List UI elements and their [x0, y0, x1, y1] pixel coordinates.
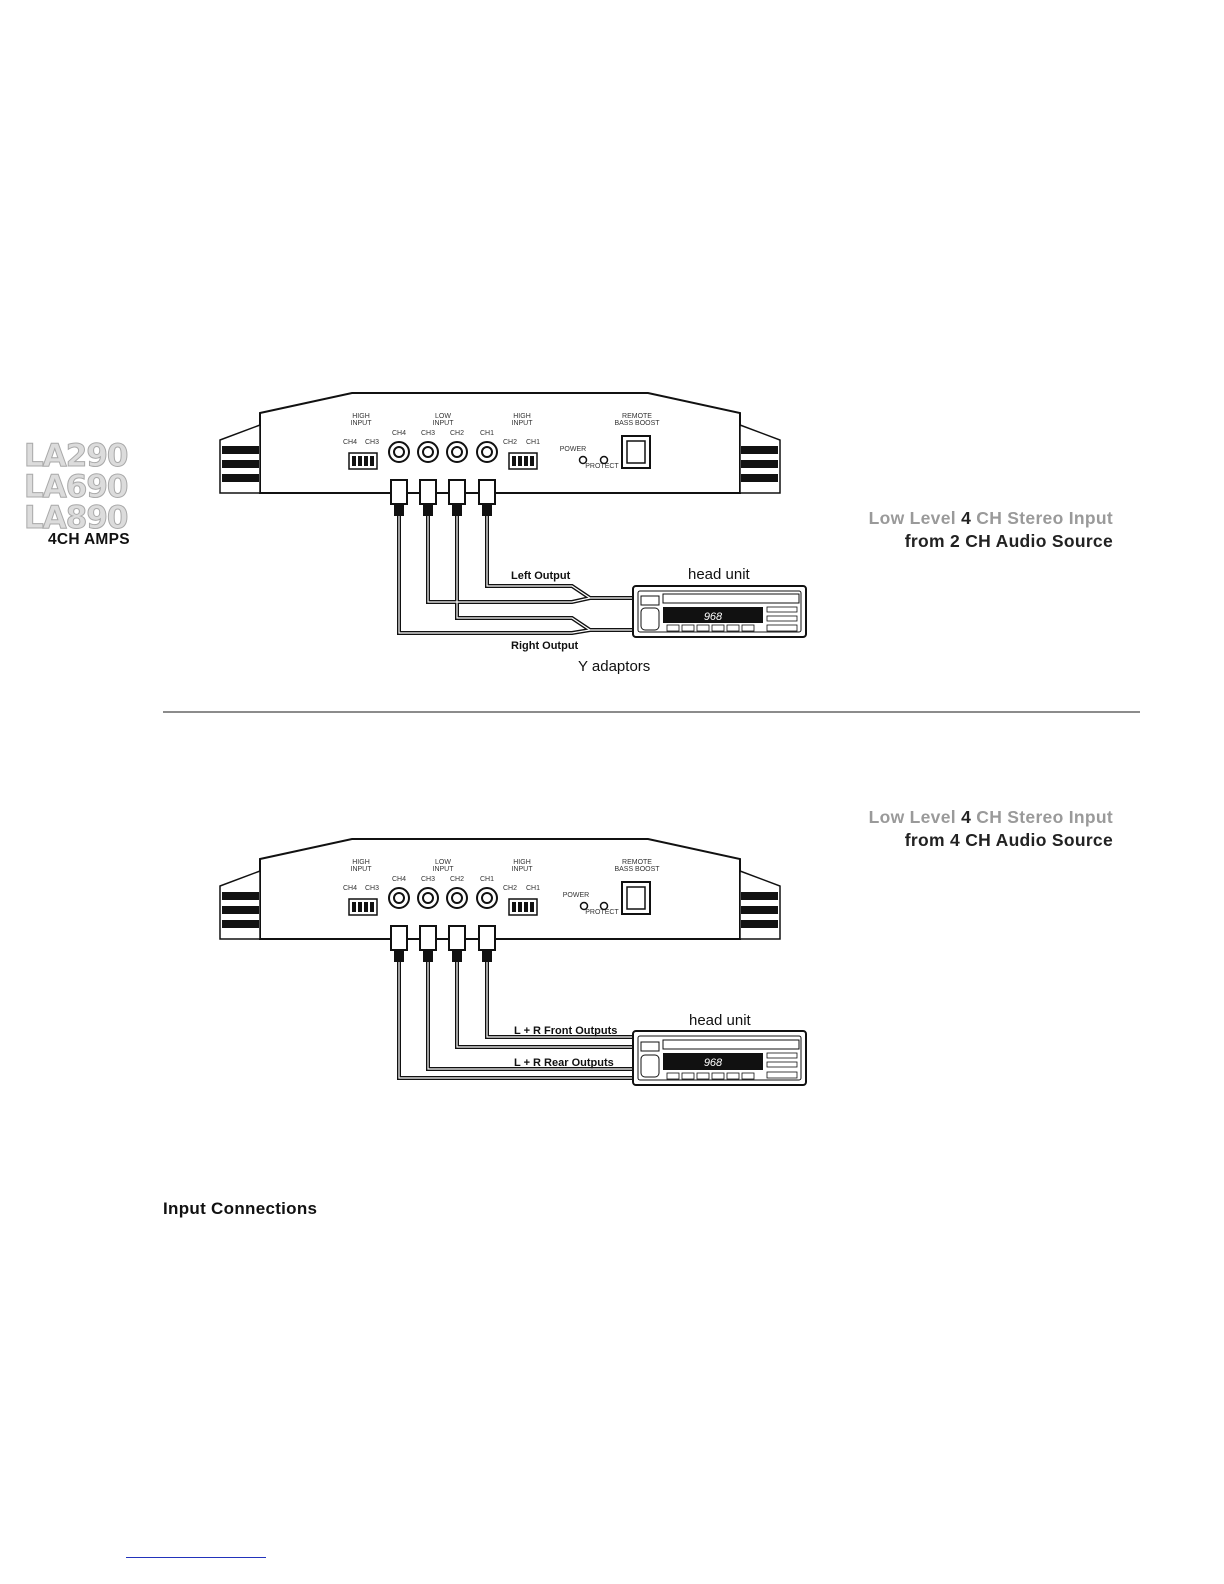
heading-part: 4 — [961, 508, 972, 528]
head-unit-2: 968 — [632, 1030, 807, 1086]
y-adaptors-label: Y adaptors — [578, 658, 650, 675]
power-label: POWER — [560, 446, 586, 453]
ch-label: CH1 — [480, 876, 494, 883]
model-la890: LA890 — [23, 500, 128, 536]
ch-label: CH2 — [503, 885, 517, 892]
ch-label: CH4 — [392, 430, 406, 437]
ch-label: CH2 — [503, 439, 517, 446]
ch-label: CH4 — [392, 876, 406, 883]
ch-label: CH1 — [526, 885, 540, 892]
protect-label: PROTECT — [585, 909, 619, 916]
ch-label: CH4 — [343, 439, 357, 446]
diagram1-heading: Low Level 4 CH Stereo Input from 2 CH Au… — [869, 507, 1113, 553]
ch-label: CH3 — [421, 876, 435, 883]
rca-plugs-1 — [390, 479, 496, 516]
head-unit-label: head unit — [689, 1012, 752, 1029]
left-output-label: Left Output — [511, 570, 571, 582]
heading-part: Low Level — [868, 508, 962, 528]
ch-label: CH3 — [421, 430, 435, 437]
section-divider — [163, 711, 1140, 713]
ch-label: CH2 — [450, 430, 464, 437]
display-readout: 968 — [704, 611, 723, 623]
ch-label: CH1 — [526, 439, 540, 446]
ch-label: CH1 — [480, 430, 494, 437]
protect-label: PROTECT — [585, 463, 619, 470]
section-title: Input Connections — [163, 1199, 318, 1218]
rca-plugs-2 — [390, 925, 496, 962]
model-la290: LA290 — [23, 438, 128, 474]
ch-label: CH3 — [365, 439, 379, 446]
heading-line2: from 4 CH Audio Source — [904, 830, 1113, 850]
heading-line2: from 2 CH Audio Source — [904, 531, 1113, 551]
heading-part: CH Stereo Input — [971, 807, 1113, 827]
power-label: POWER — [563, 892, 589, 899]
front-outputs-label: L + R Front Outputs — [514, 1025, 617, 1037]
ch-label: CH2 — [450, 876, 464, 883]
heading-part: 4 — [961, 807, 972, 827]
heading-part: CH Stereo Input — [971, 508, 1113, 528]
ch-label: CH3 — [365, 885, 379, 892]
ch-label: CH4 — [343, 885, 357, 892]
model-la690: LA690 — [23, 469, 128, 505]
heading-part: Low Level — [868, 807, 962, 827]
head-unit-label: head unit — [688, 566, 751, 583]
head-unit-1: 968 — [632, 585, 807, 638]
diagram2-heading: Low Level 4 CH Stereo Input from 4 CH Au… — [869, 806, 1113, 852]
display-readout: 968 — [704, 1057, 723, 1069]
rear-outputs-label: L + R Rear Outputs — [514, 1057, 614, 1069]
footer-link-underline — [126, 1557, 266, 1558]
right-output-label: Right Output — [511, 640, 579, 652]
amps-label: 4CH AMPS — [48, 531, 130, 548]
